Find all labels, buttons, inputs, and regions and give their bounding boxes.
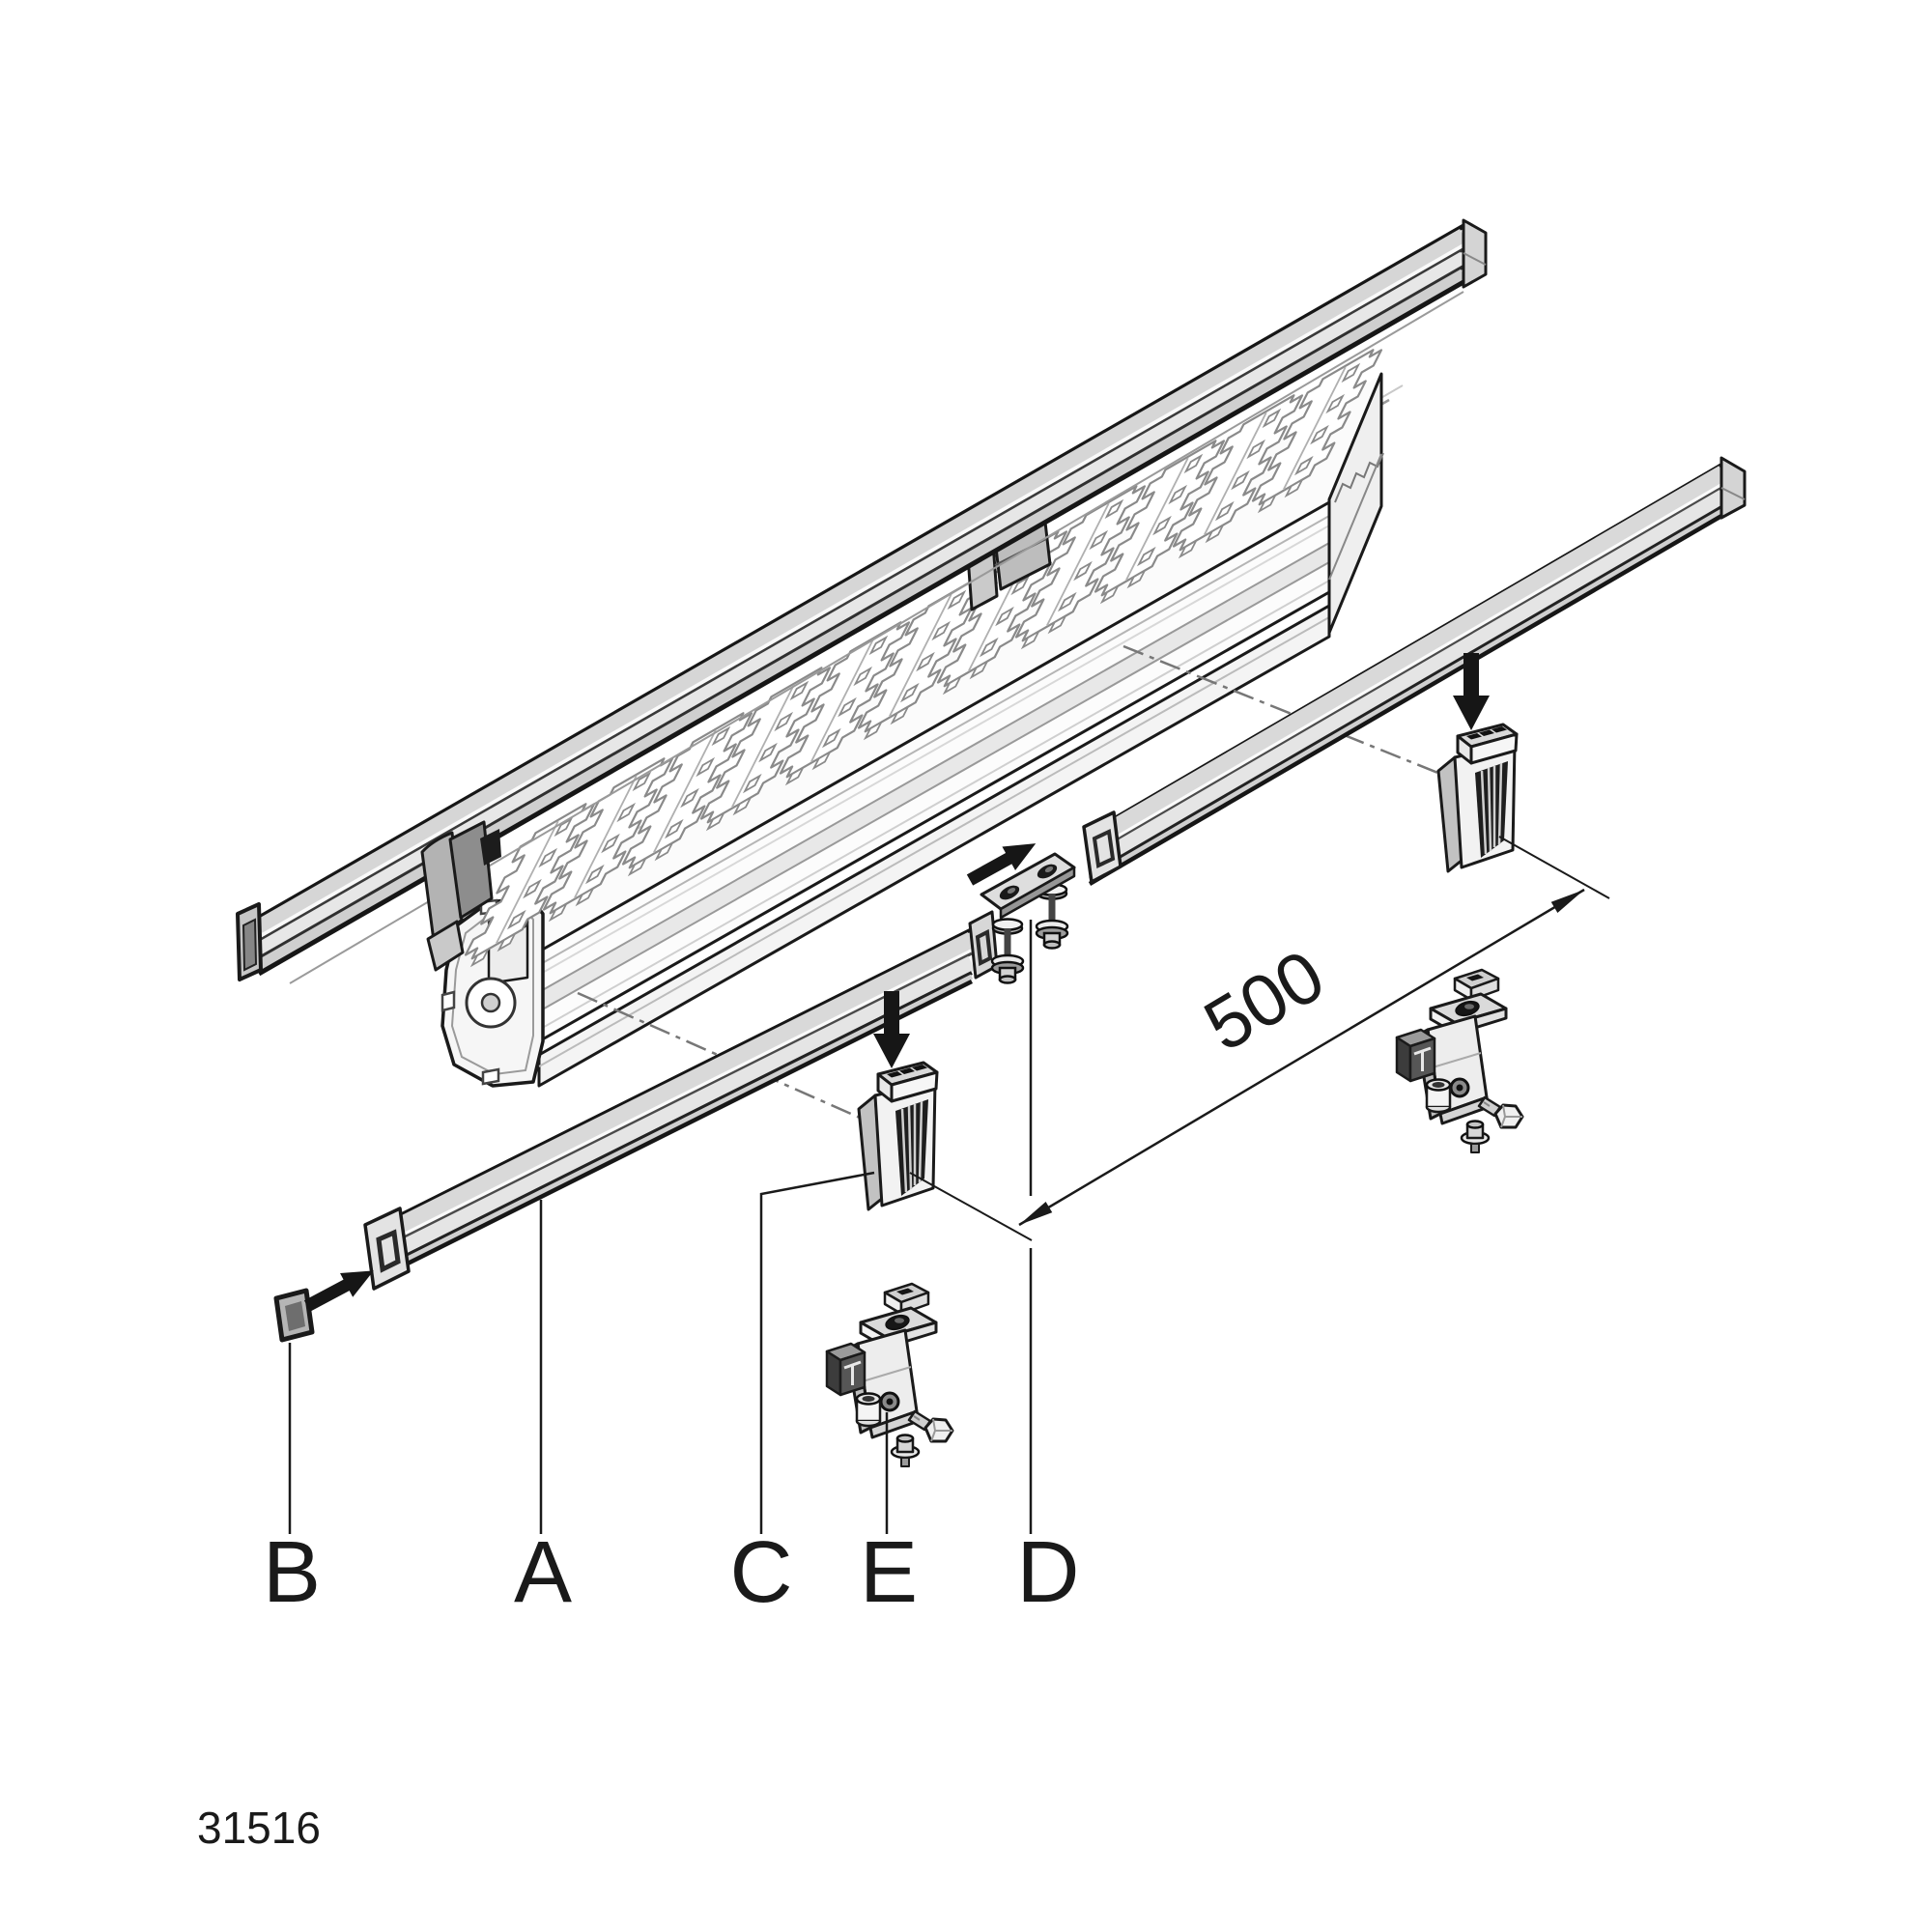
near-rail-right-segment bbox=[1082, 456, 1747, 886]
beam-right-end-cross-section bbox=[1327, 372, 1384, 635]
extension-line-right bbox=[1498, 836, 1610, 899]
figure-number: 31516 bbox=[197, 1803, 321, 1853]
far-clamp-left bbox=[420, 820, 501, 972]
near-rail-left-segment bbox=[363, 910, 999, 1291]
dimension-line bbox=[1018, 888, 1585, 1227]
near-rail-left-open-end bbox=[363, 1207, 411, 1291]
label-b: B bbox=[263, 1524, 321, 1621]
near-rail-right-left-end bbox=[1082, 810, 1122, 884]
near-rail-right-right-end bbox=[1719, 456, 1747, 520]
dimension-arrowhead-right-icon bbox=[1550, 884, 1588, 913]
label-d: D bbox=[1017, 1524, 1080, 1621]
conveyor-beam bbox=[440, 342, 1404, 1088]
dimension-arrowhead-left-icon bbox=[1015, 1201, 1053, 1231]
leader-lines bbox=[288, 920, 1033, 1534]
projection-line-right-clamp bbox=[1122, 644, 1441, 776]
leader-c bbox=[759, 1171, 875, 1534]
label-a: A bbox=[514, 1524, 572, 1621]
rail-connector-d bbox=[963, 831, 1076, 984]
clamp-block-center bbox=[857, 1061, 939, 1211]
projection-line-center-clamp bbox=[577, 991, 861, 1120]
clamp-block-right bbox=[1436, 723, 1519, 873]
label-e: E bbox=[860, 1524, 918, 1621]
label-c: C bbox=[730, 1524, 793, 1621]
beam-t-slot-band bbox=[539, 543, 1329, 1011]
extension-line-left bbox=[909, 1172, 1033, 1241]
bracket-set-right bbox=[1395, 968, 1524, 1154]
bracket-set-center bbox=[825, 1282, 954, 1468]
far-rail-right-end bbox=[1462, 218, 1488, 289]
beam-foot-flange bbox=[537, 604, 1331, 1088]
end-cap-b bbox=[273, 1259, 381, 1343]
insert-arrow-icon bbox=[300, 1259, 381, 1319]
